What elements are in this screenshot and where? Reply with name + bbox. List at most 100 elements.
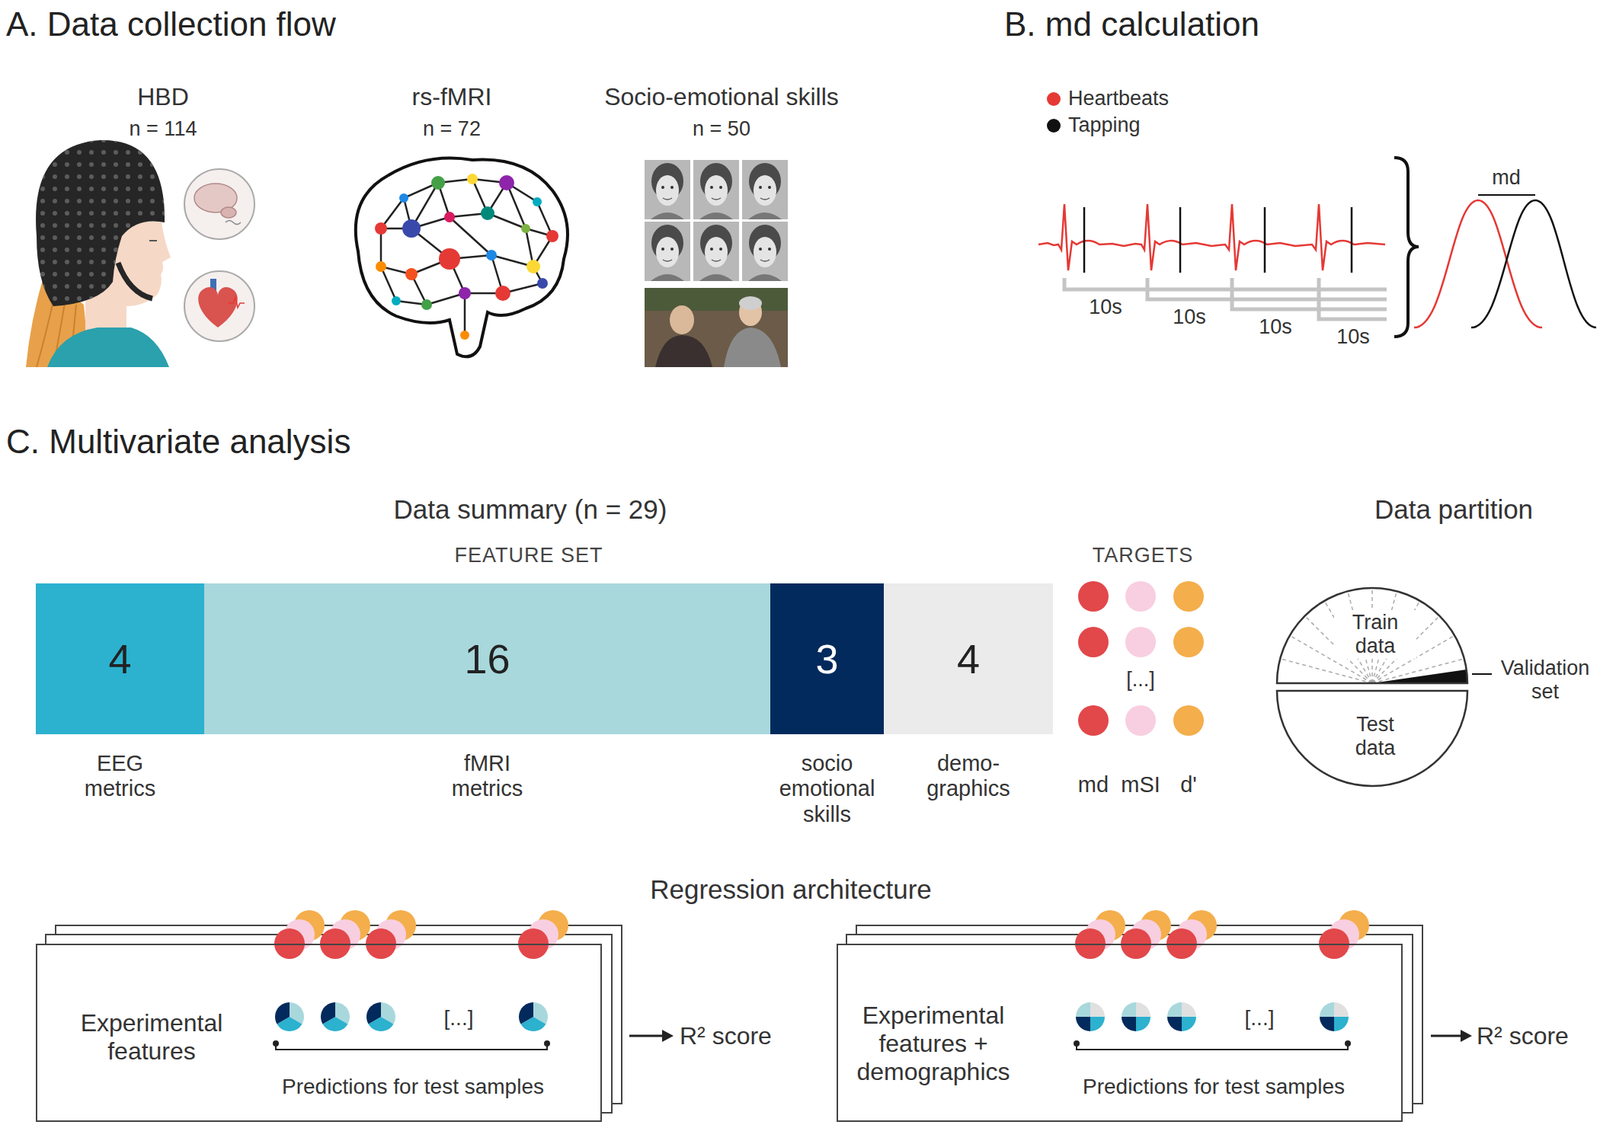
card-text: Predictions for test samples xyxy=(1082,1075,1345,1100)
brain-network xyxy=(499,175,515,191)
heart-icon xyxy=(184,271,255,342)
partition-details xyxy=(1280,588,1492,684)
result-arrows xyxy=(1460,1030,1472,1043)
bar-label: EEG metrics xyxy=(63,751,178,803)
regression-card: Experimental features + demographics[...… xyxy=(836,944,1403,1123)
sample-size-holder: n = 72 xyxy=(422,117,481,141)
eeg-head-illustration xyxy=(149,240,157,242)
window-label-holder: 10s xyxy=(1258,315,1293,340)
brain-network xyxy=(421,299,432,311)
card-text-holder: Experimental features + demographics xyxy=(853,1001,1014,1086)
tapping-marks xyxy=(1084,207,1352,273)
prediction-brackets xyxy=(544,1040,551,1047)
brain-network xyxy=(374,222,388,235)
brain-icon xyxy=(184,169,255,240)
target-dots xyxy=(1125,581,1156,612)
brain-network xyxy=(537,278,548,289)
target-dots xyxy=(1125,705,1156,736)
card-text: Experimental features xyxy=(71,1009,232,1066)
target-name-holder: mSI xyxy=(1120,772,1161,798)
section-heading: Socio-emotional skills xyxy=(604,83,839,112)
heart-icon xyxy=(184,271,255,342)
partition-text-holder: Train data xyxy=(1334,610,1417,660)
brain-network xyxy=(486,249,497,261)
panel-title-holder: A. Data collection flow xyxy=(6,5,336,45)
eeg-head-illustration xyxy=(35,140,165,307)
legend-text-holder: Tapping xyxy=(1068,113,1141,138)
feature-bar: 4EEG metrics xyxy=(35,583,205,735)
legend-swatch xyxy=(1046,118,1061,133)
section-heading-holder: HBD xyxy=(137,83,189,112)
bar-label-holder: socio emotional skills xyxy=(770,751,885,828)
curly-brace xyxy=(1394,157,1419,337)
ecg-trace xyxy=(1038,204,1386,271)
face-photos xyxy=(693,221,740,282)
feature-pies xyxy=(1075,1002,1105,1032)
sample-size: n = 114 xyxy=(129,117,198,141)
window-label-holder: 10s xyxy=(1336,325,1370,349)
feature-pies xyxy=(366,1002,396,1032)
brain-network xyxy=(355,158,568,358)
card-stack xyxy=(35,944,602,1123)
feature-pies xyxy=(1121,1002,1151,1032)
card-text: Predictions for test samples xyxy=(281,1075,544,1100)
result-label: R² score xyxy=(679,1022,772,1051)
partition-details xyxy=(1280,588,1464,684)
partition-details xyxy=(1472,673,1492,676)
brain-network xyxy=(546,230,559,243)
face-photos xyxy=(742,221,788,282)
brain-network xyxy=(405,268,418,281)
feature-pies xyxy=(1319,1002,1349,1032)
bar-count: 16 xyxy=(464,635,510,683)
sample-size: n = 50 xyxy=(692,117,751,141)
prediction-brackets xyxy=(272,1040,279,1047)
panel-title: C. Multivariate analysis xyxy=(6,422,351,462)
face-photos xyxy=(739,296,762,311)
bar-count: 4 xyxy=(956,635,980,683)
card-text: [...] xyxy=(444,1006,474,1031)
semicircle-outline xyxy=(1276,691,1468,787)
face-photos xyxy=(644,160,788,368)
partition-text-holder: Test data xyxy=(1337,713,1414,761)
partition-heading: Data partition xyxy=(1374,494,1533,525)
brain-network xyxy=(402,219,421,238)
bar-label: fMRI metrics xyxy=(430,751,545,803)
brain-network xyxy=(521,224,531,234)
section-heading: rs-fMRI xyxy=(412,83,493,112)
partition-half: Test data xyxy=(1275,690,1469,788)
face-photos xyxy=(723,327,781,368)
face-photos xyxy=(644,288,788,368)
brain-network xyxy=(532,197,542,207)
legend-text: Tapping xyxy=(1068,113,1141,138)
brain-network xyxy=(460,330,470,340)
curly-brace xyxy=(1394,157,1419,337)
brain-network xyxy=(458,287,471,300)
face-photos xyxy=(655,335,713,368)
bar-count-holder: 3 xyxy=(815,635,839,683)
group-heading-holder: TARGETS xyxy=(1092,544,1194,568)
face-photos xyxy=(742,160,788,220)
target-dots xyxy=(1078,705,1109,736)
feature-pies xyxy=(275,1002,304,1032)
summary-heading-holder: Data summary (n = 29) xyxy=(393,494,668,525)
brain-network xyxy=(467,173,478,185)
window-label-holder: 10s xyxy=(1172,305,1207,330)
window-label: 10s xyxy=(1172,305,1207,330)
gaussian-curves xyxy=(1414,195,1597,328)
brain-icon xyxy=(220,207,237,218)
gaussian-curves xyxy=(1471,200,1597,328)
brain-network xyxy=(375,261,387,272)
prediction-brackets xyxy=(272,1040,1351,1050)
card-text-holder: Predictions for test samples xyxy=(281,1075,544,1100)
bar-label: demo- graphics xyxy=(911,751,1026,803)
summary-heading: Data summary (n = 29) xyxy=(393,494,668,525)
prediction-brackets xyxy=(1073,1040,1080,1047)
eeg-head-illustration xyxy=(47,327,170,368)
section-heading: HBD xyxy=(137,83,189,112)
bar-label-holder: fMRI metrics xyxy=(430,751,545,803)
legend-swatch xyxy=(1046,92,1061,106)
feature-pies xyxy=(1167,1002,1197,1032)
target-name: mSI xyxy=(1120,772,1161,798)
feature-pies xyxy=(320,1002,350,1032)
